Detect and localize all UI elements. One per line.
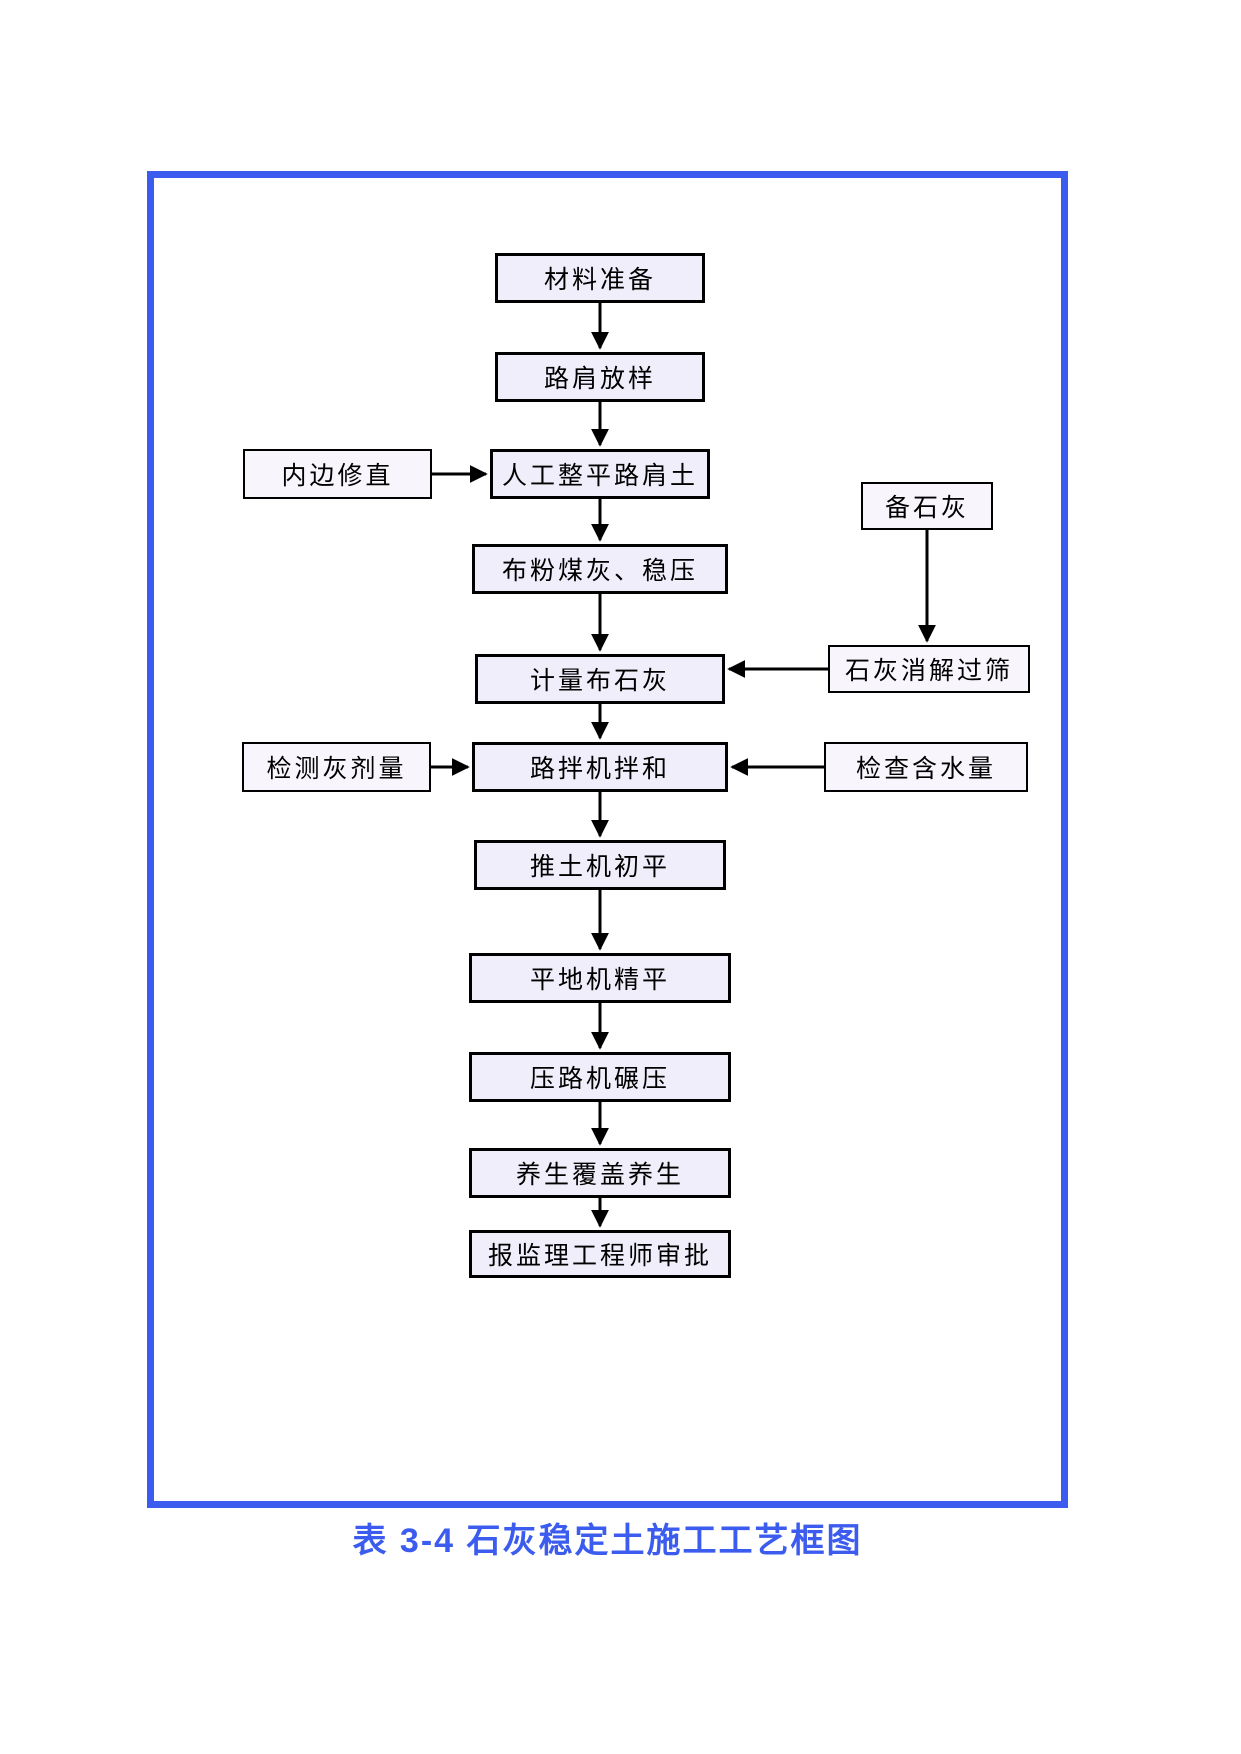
figure-caption: 表 3-4 石灰稳定土施工工艺框图 — [352, 1522, 863, 1560]
node-measured-lime-spreading: 计量布石灰 — [475, 654, 725, 704]
node-bulldozer-rough-leveling: 推土机初平 — [474, 840, 726, 890]
node-supervisor-approval: 报监理工程师审批 — [469, 1230, 731, 1278]
node-curing-cover: 养生覆盖养生 — [469, 1148, 731, 1198]
node-lime-prepare: 备石灰 — [861, 482, 993, 530]
node-grader-fine-leveling: 平地机精平 — [469, 953, 731, 1003]
node-check-lime-dosage: 检测灰剂量 — [242, 742, 431, 792]
node-roller-compaction: 压路机碾压 — [469, 1052, 731, 1102]
node-spread-flyash-stabilize: 布粉煤灰、稳压 — [472, 544, 728, 594]
node-lime-slaking-sieving: 石灰消解过筛 — [828, 645, 1030, 693]
node-inner-edge-trim: 内边修直 — [243, 449, 432, 499]
node-shoulder-layout: 路肩放样 — [495, 352, 705, 402]
node-road-mixer-mixing: 路拌机拌和 — [472, 742, 728, 792]
node-manual-shoulder-leveling: 人工整平路肩土 — [490, 449, 710, 499]
node-check-water-content: 检查含水量 — [824, 742, 1028, 792]
node-material-preparation: 材料准备 — [495, 253, 705, 303]
